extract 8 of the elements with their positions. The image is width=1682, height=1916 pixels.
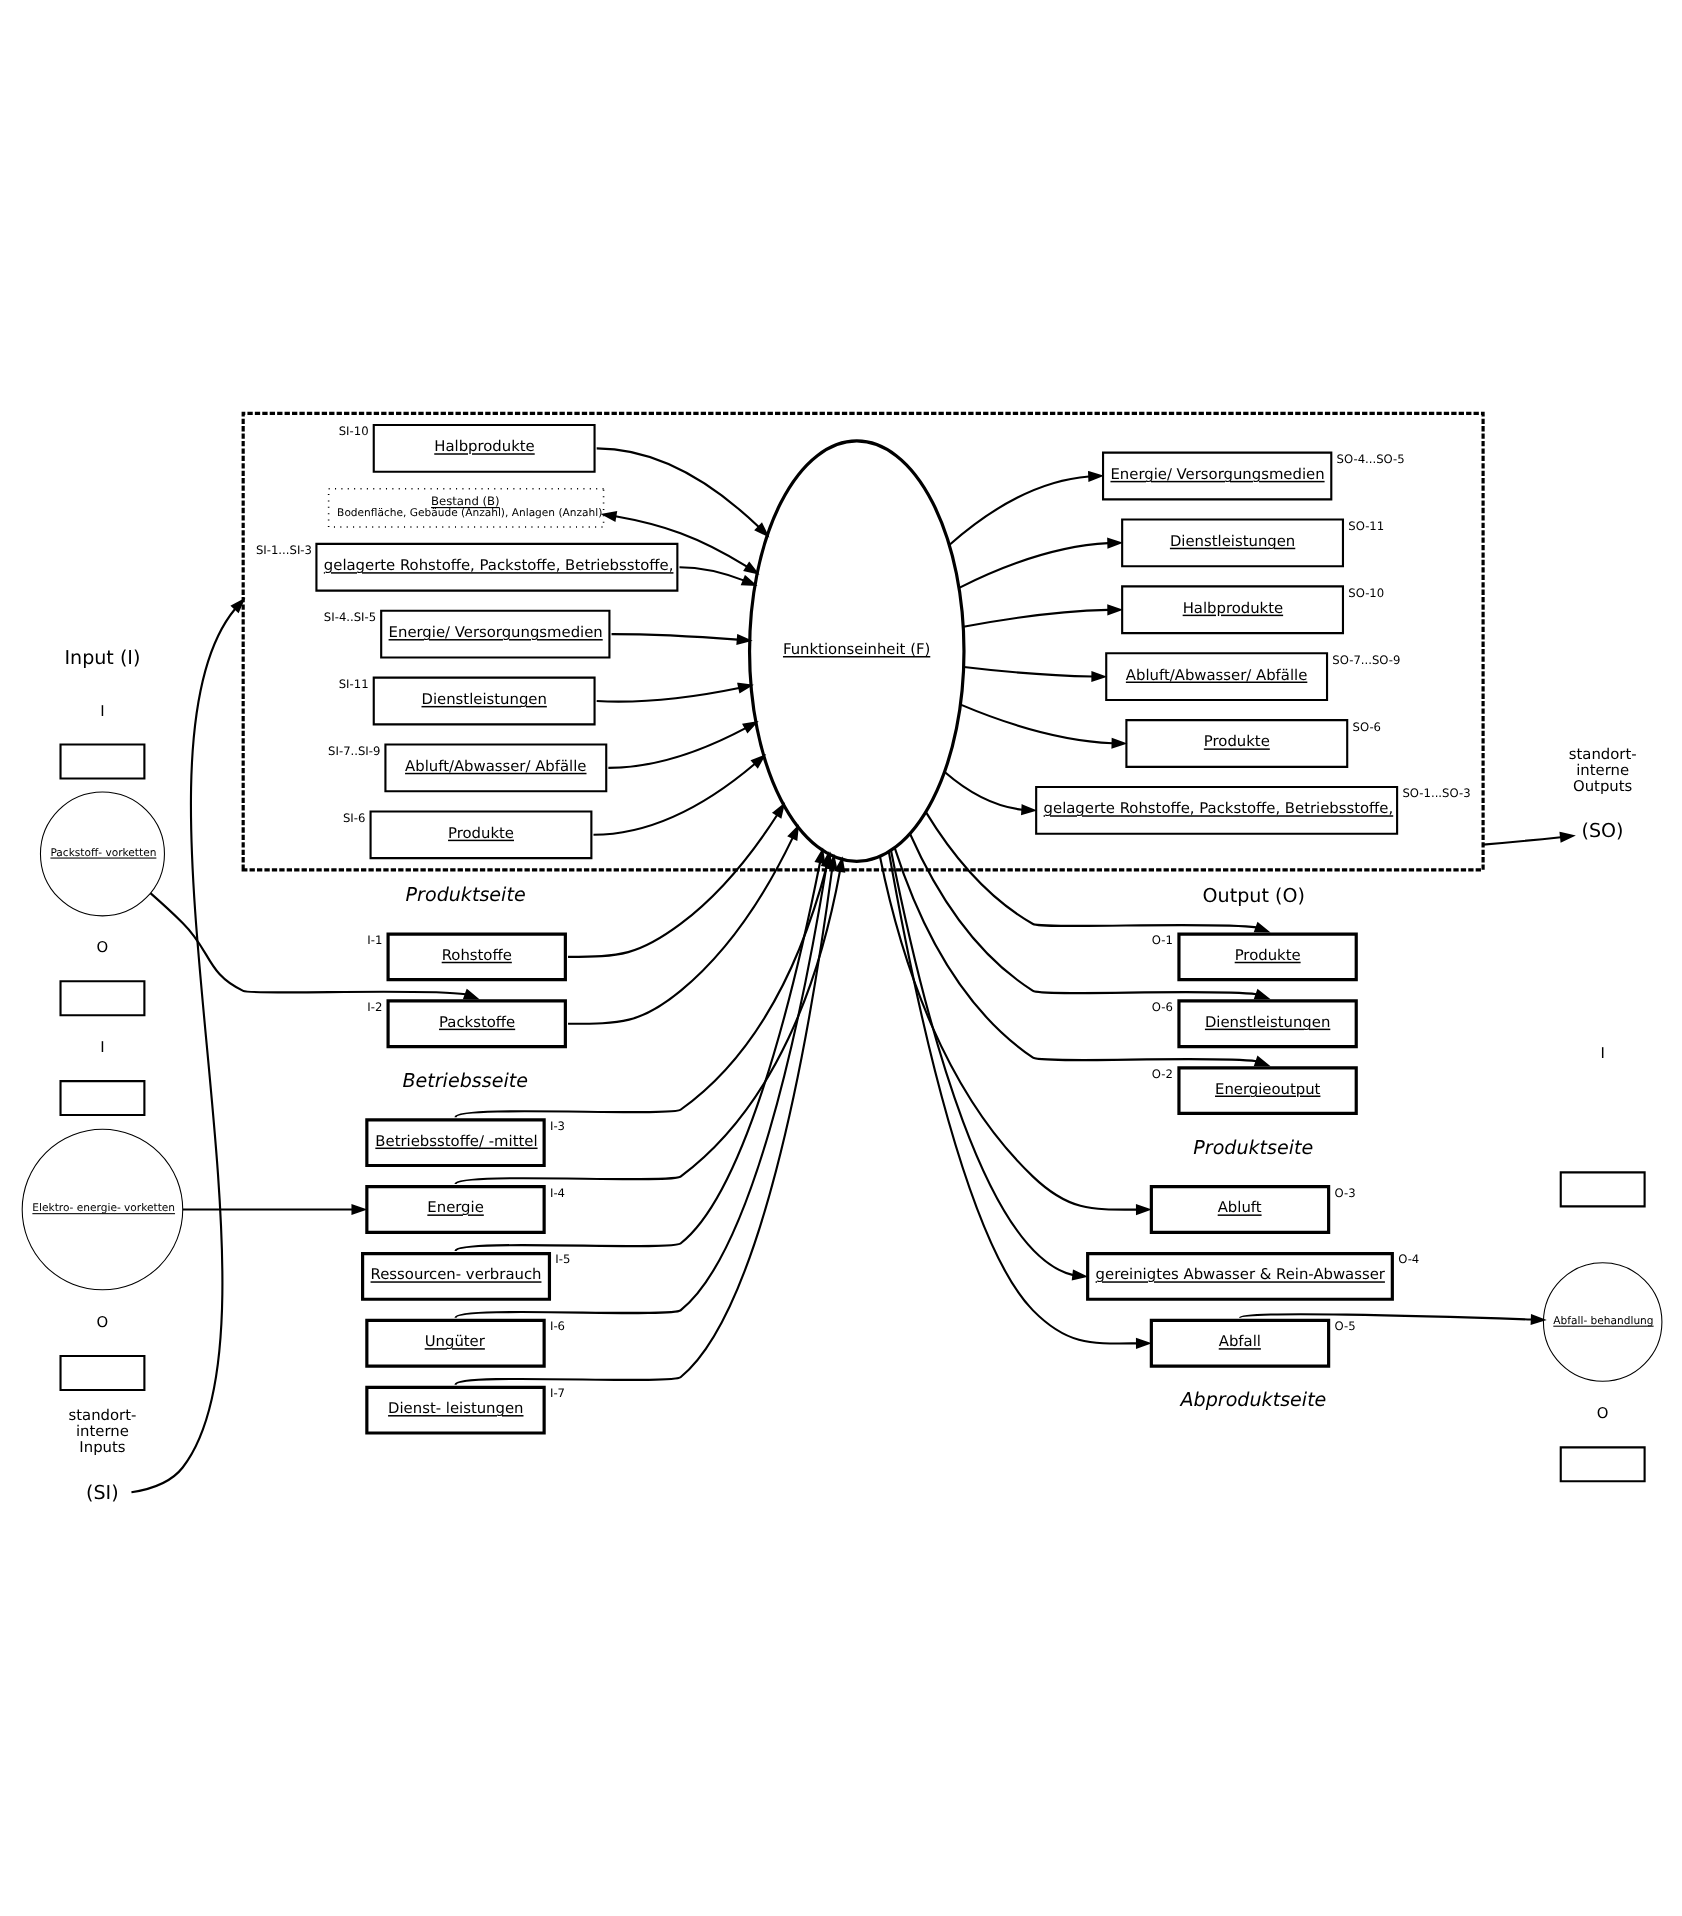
node-text: (SO) <box>1580 820 1623 843</box>
label: Output (O) <box>1201 885 1304 908</box>
node-text: (SI) <box>85 1481 118 1504</box>
label: Produktseite <box>404 884 525 907</box>
label: Abproduktseite <box>1179 1389 1326 1412</box>
label: Produktseite <box>1192 1136 1313 1159</box>
label: Input (I) <box>63 647 140 670</box>
label: Betriebsseite <box>401 1069 527 1092</box>
